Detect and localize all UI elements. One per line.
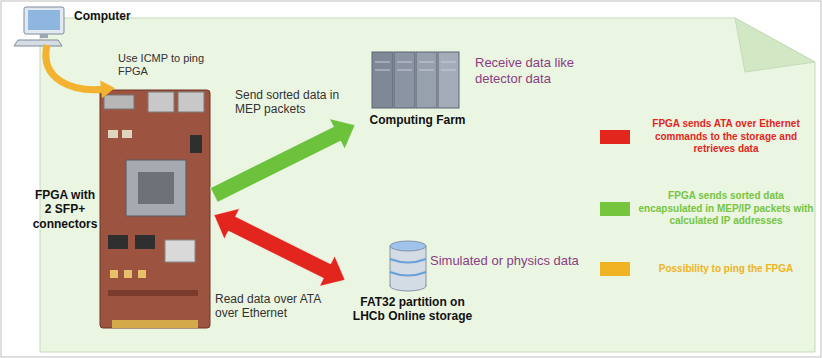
- arrow-head: [100, 80, 115, 98]
- ping-arrow: [46, 45, 103, 90]
- panel-fold: [735, 18, 815, 72]
- legend-item: FPGA sends ATA over Ethernet commands to…: [600, 118, 818, 156]
- legend-item: Possibility to ping the FPGA: [600, 262, 818, 276]
- legend-text: FPGA sends ATA over Ethernet commands to…: [638, 118, 814, 156]
- computer-node: Computer: [12, 3, 152, 45]
- connector: [214, 209, 345, 287]
- node-text: Receive data like detector data: [475, 55, 587, 86]
- node-text: Computer: [74, 9, 150, 23]
- legend-item: FPGA sends sorted data encapsulated in M…: [600, 190, 818, 228]
- legend-text: Possibility to ping the FPGA: [638, 263, 814, 276]
- storage-icon: [390, 241, 426, 291]
- fat-arrow: [210, 119, 355, 203]
- edge-label: Send sorted data in MEP packets: [235, 88, 350, 117]
- storage-node: FAT32 partition on LHCb Online storage Si…: [345, 235, 585, 335]
- server-farm-icon: [372, 52, 459, 108]
- fpga-board: [100, 90, 210, 328]
- node-text: FAT32 partition on LHCb Online storage: [345, 295, 480, 324]
- computer-icon: [14, 7, 64, 46]
- node-text: FPGA with 2 SFP+ connectors: [32, 188, 98, 231]
- node-text: Simulated or physics data: [430, 253, 582, 269]
- farm-node: Computing Farm Receive data like detector…: [355, 45, 590, 135]
- connector: [46, 45, 115, 98]
- fpga-node: FPGA with 2 SFP+ connectors: [32, 88, 214, 333]
- fat-arrow: [214, 209, 345, 287]
- legend-swatch: [600, 130, 630, 144]
- edge-label: Use ICMP to ping FPGA: [118, 52, 228, 78]
- panel: [40, 18, 815, 352]
- legend-swatch: [600, 262, 630, 276]
- legend-swatch: [600, 202, 630, 216]
- connector: [210, 119, 355, 203]
- edge-label: Read data over ATA over Ethernet: [215, 292, 335, 321]
- node-text: Computing Farm: [355, 113, 480, 127]
- legend-text: FPGA sends sorted data encapsulated in M…: [638, 190, 814, 228]
